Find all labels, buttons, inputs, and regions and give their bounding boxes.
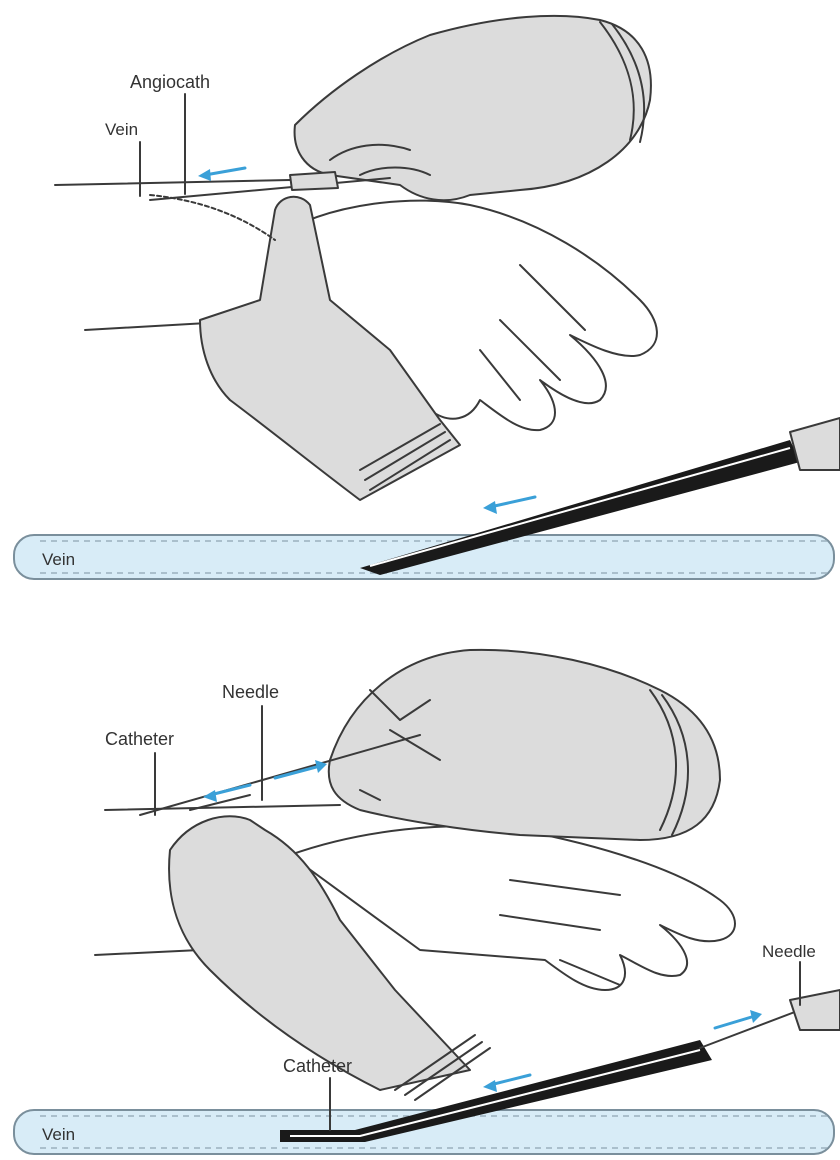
- bottom-vein-tube-label: Vein: [42, 1125, 75, 1144]
- bottom-panel: Needle Catheter Vein Needle Catheter: [14, 650, 840, 1154]
- bottom-needle-right-label: Needle: [762, 942, 816, 961]
- top-upper-glove: [295, 16, 651, 200]
- bottom-magnified-arrow-right: [715, 1010, 762, 1028]
- top-magnified-hub: [790, 418, 840, 470]
- top-panel: Angiocath Vein Vein: [14, 16, 840, 579]
- top-vein-label: Vein: [105, 120, 138, 139]
- top-direction-arrow: [198, 168, 245, 181]
- bottom-catheter-label: Catheter: [105, 729, 174, 749]
- top-vein-curve: [150, 195, 275, 240]
- top-angiocath-hub: [290, 172, 338, 190]
- top-angiocath-label: Angiocath: [130, 72, 210, 92]
- bottom-needle-label: Needle: [222, 682, 279, 702]
- top-magnified-arrow: [483, 497, 535, 514]
- bottom-catheter-lower-label: Catheter: [283, 1056, 352, 1076]
- top-vein-tube-label: Vein: [42, 550, 75, 569]
- bottom-magnified-needle-hub: [790, 990, 840, 1030]
